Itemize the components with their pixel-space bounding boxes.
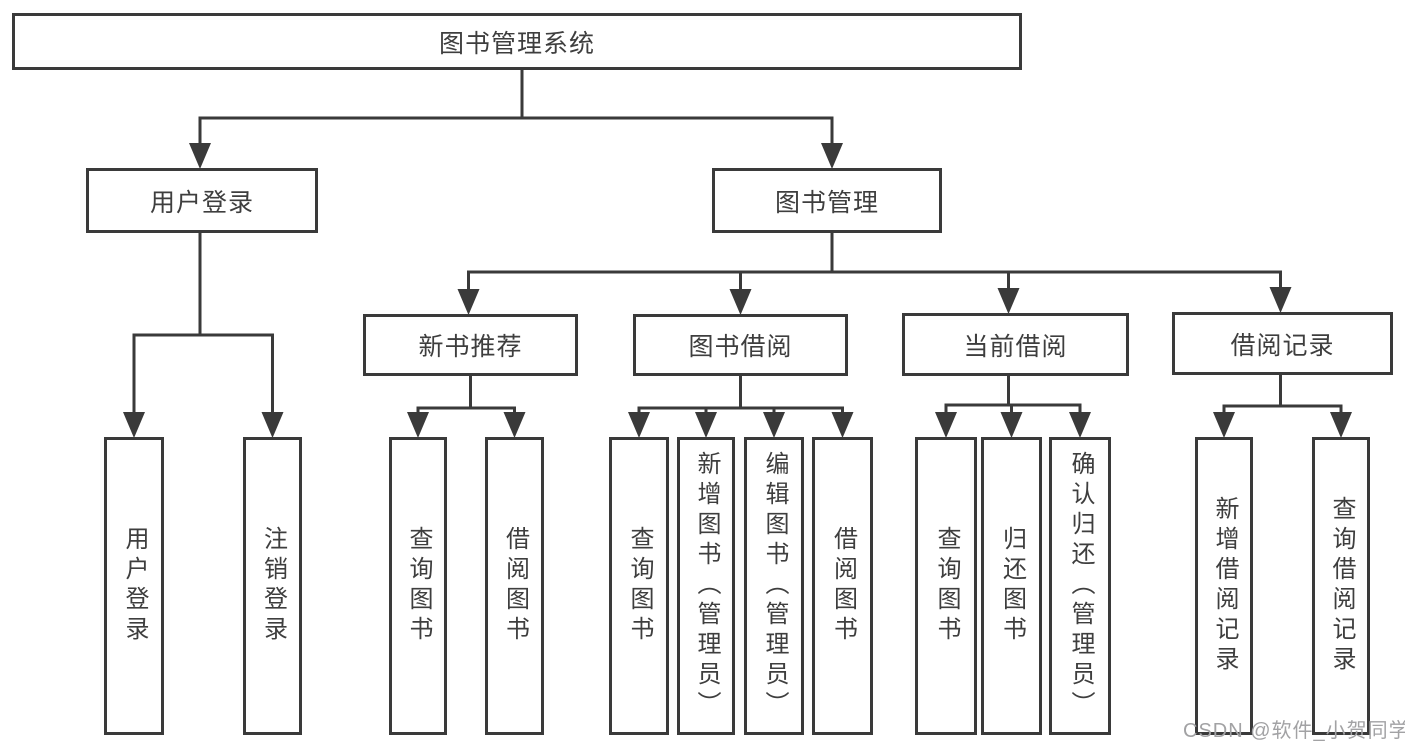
arrowhead-icons-borrowing-leaves: [628, 412, 854, 438]
leaf-confirm-return-admin: 确认归还（管理员）: [1049, 437, 1111, 735]
arrowhead-icons-records-leaves: [1213, 412, 1352, 438]
node-user-login: 用户登录: [86, 168, 318, 233]
node-new-book-recommendation: 新书推荐: [363, 314, 578, 376]
leaf-add-books-admin: 新增图书（管理员）: [677, 437, 735, 735]
leaf-user-login: 用户登录: [104, 437, 164, 735]
leaf-borrow-books-borrowing: 借阅图书: [812, 437, 873, 735]
arrowheads: [123, 143, 1352, 438]
connector-new-book: [416, 374, 516, 418]
arrowhead-icons-level2: [189, 143, 843, 169]
leaf-query-borrow-record: 查询借阅记录: [1312, 437, 1370, 735]
leaf-logout: 注销登录: [243, 437, 302, 735]
leaf-query-books-recommend: 查询图书: [389, 437, 447, 735]
connector-current: [944, 374, 1082, 418]
arrowhead-icons-new-book-leaves: [407, 412, 526, 438]
connector-user-login: [132, 231, 274, 418]
leaf-edit-books-admin: 编辑图书（管理员）: [744, 437, 804, 735]
watermark-text: CSDN @软件_小贺同学: [1183, 720, 1405, 742]
node-current-borrowing: 当前借阅: [902, 313, 1129, 376]
connector-records: [1222, 373, 1343, 418]
arrowhead-icons-user-login-leaves: [123, 412, 284, 438]
node-book-management: 图书管理: [712, 168, 942, 233]
leaf-query-books-borrowing: 查询图书: [609, 437, 669, 735]
leaf-return-books: 归还图书: [981, 437, 1042, 735]
arrowhead-icons-current-leaves: [935, 412, 1091, 438]
connector-segments: [132, 68, 1343, 418]
node-book-borrowing: 图书借阅: [633, 314, 848, 376]
connector-book-management: [467, 231, 1282, 295]
node-library-management-system: 图书管理系统: [12, 13, 1022, 70]
arrowhead-icons-level3: [457, 287, 1292, 315]
leaf-add-borrow-record: 新增借阅记录: [1195, 437, 1253, 735]
node-borrowing-records: 借阅记录: [1172, 312, 1393, 375]
connector-borrowing: [637, 374, 844, 418]
connector-root: [198, 68, 834, 147]
leaf-borrow-books-recommend: 借阅图书: [485, 437, 544, 735]
leaf-query-books-current: 查询图书: [915, 437, 977, 735]
